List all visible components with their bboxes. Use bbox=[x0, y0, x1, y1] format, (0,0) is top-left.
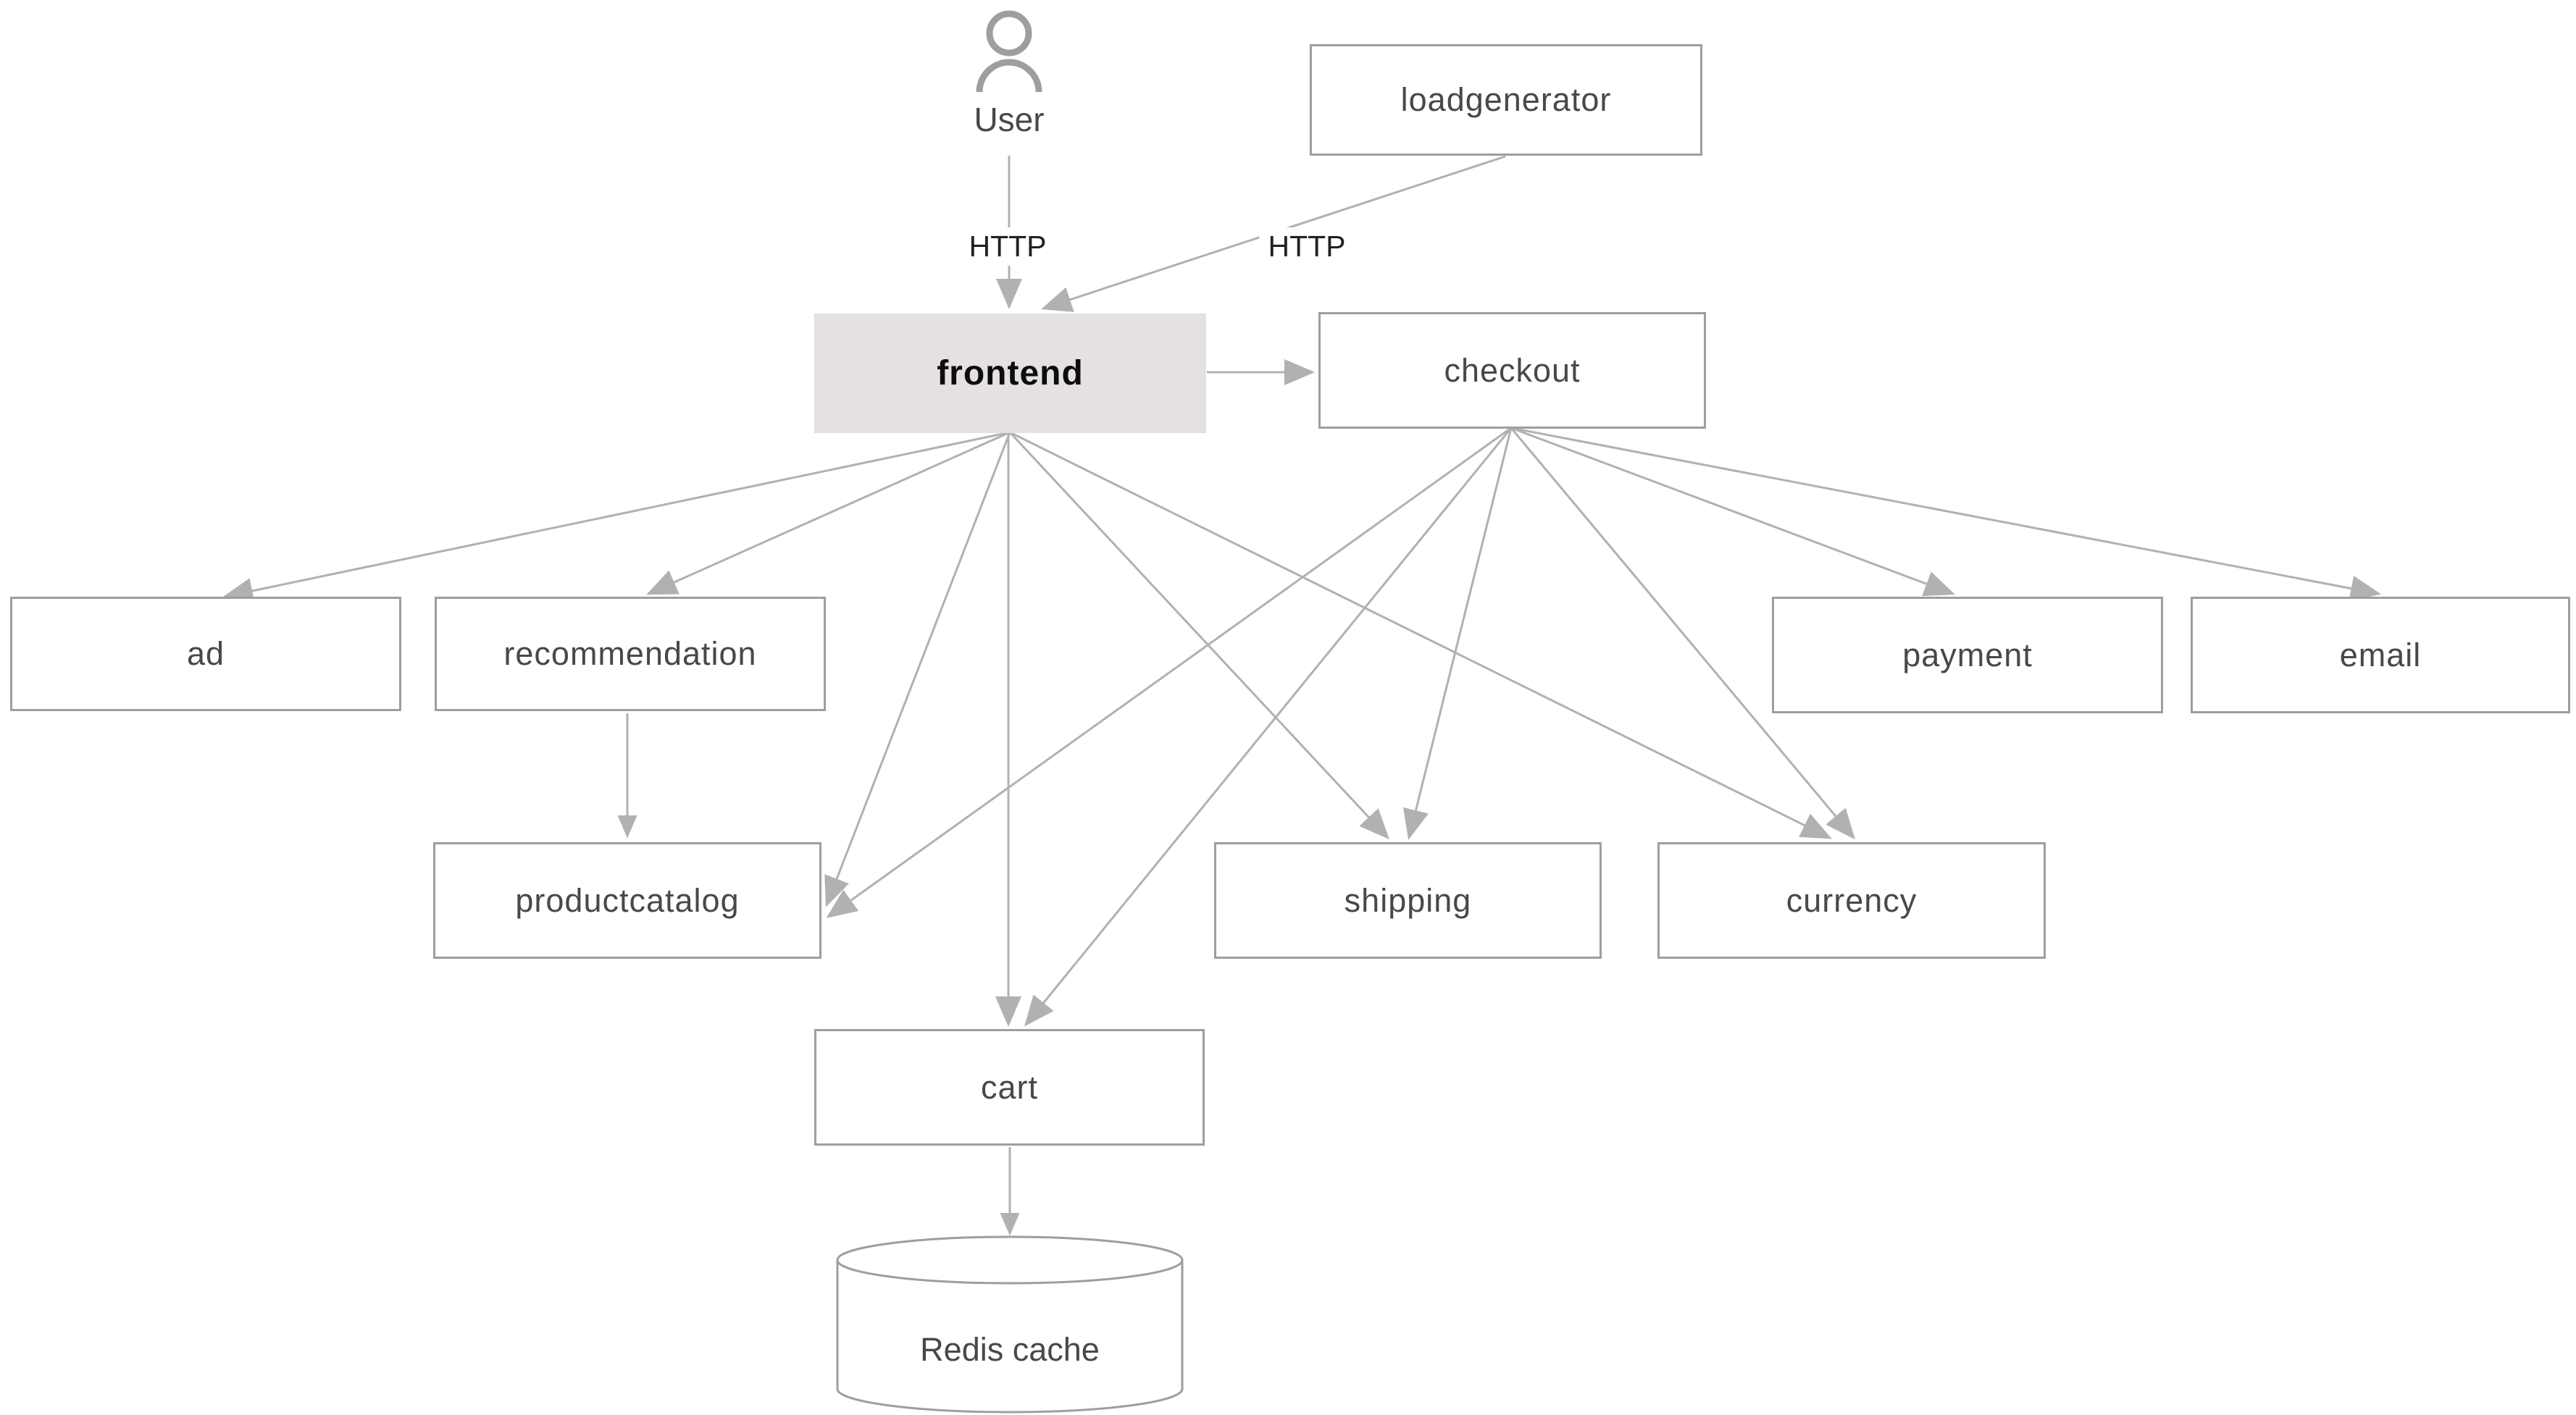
node-cart-label: cart bbox=[980, 1068, 1038, 1106]
redis-cache-label: Redis cache bbox=[920, 1331, 1100, 1368]
node-ad: ad bbox=[10, 597, 401, 711]
edge-frontend-currency bbox=[1009, 431, 1832, 839]
user-label: User bbox=[974, 101, 1045, 138]
node-email-label: email bbox=[2339, 636, 2422, 673]
node-cart: cart bbox=[814, 1029, 1205, 1146]
node-loadgenerator: loadgenerator bbox=[1310, 44, 1702, 156]
node-recommendation: recommendation bbox=[435, 597, 826, 711]
user-icon bbox=[976, 10, 1042, 93]
node-productcatalog: productcatalog bbox=[433, 842, 821, 959]
node-productcatalog-label: productcatalog bbox=[515, 881, 740, 919]
edge-frontend-productcatalog bbox=[824, 432, 1011, 907]
node-shipping-label: shipping bbox=[1344, 881, 1472, 919]
edge-checkout-productcatalog bbox=[826, 427, 1512, 918]
edge-frontend-ad bbox=[222, 431, 1011, 604]
node-checkout-label: checkout bbox=[1444, 351, 1581, 389]
edge-checkout-cart bbox=[1024, 427, 1513, 1027]
node-ad-label: ad bbox=[186, 635, 225, 672]
node-payment: payment bbox=[1772, 597, 2163, 713]
node-recommendation-label: recommendation bbox=[503, 635, 757, 672]
edge-frontend-shipping bbox=[1008, 431, 1390, 840]
node-shipping: shipping bbox=[1214, 842, 1602, 959]
edge-checkout-email bbox=[1510, 427, 2381, 602]
edge-checkout-shipping bbox=[1402, 427, 1513, 840]
node-currency: currency bbox=[1657, 842, 2046, 959]
node-frontend-label: frontend bbox=[937, 354, 1084, 392]
edge-label-http-loadgenerator: HTTP bbox=[1259, 227, 1355, 266]
edge-checkout-payment bbox=[1510, 427, 1955, 597]
node-payment-label: payment bbox=[1902, 636, 2033, 673]
node-loadgenerator-label: loadgenerator bbox=[1400, 81, 1612, 118]
node-email: email bbox=[2191, 597, 2570, 713]
node-frontend: frontend bbox=[814, 314, 1206, 433]
node-checkout: checkout bbox=[1318, 312, 1706, 429]
node-currency-label: currency bbox=[1786, 881, 1918, 919]
database-cylinder bbox=[836, 1235, 1184, 1414]
edge-label-http-user: HTTP bbox=[960, 227, 1055, 266]
edge-checkout-currency bbox=[1510, 427, 1855, 840]
edge-frontend-recommendation bbox=[646, 431, 1011, 595]
